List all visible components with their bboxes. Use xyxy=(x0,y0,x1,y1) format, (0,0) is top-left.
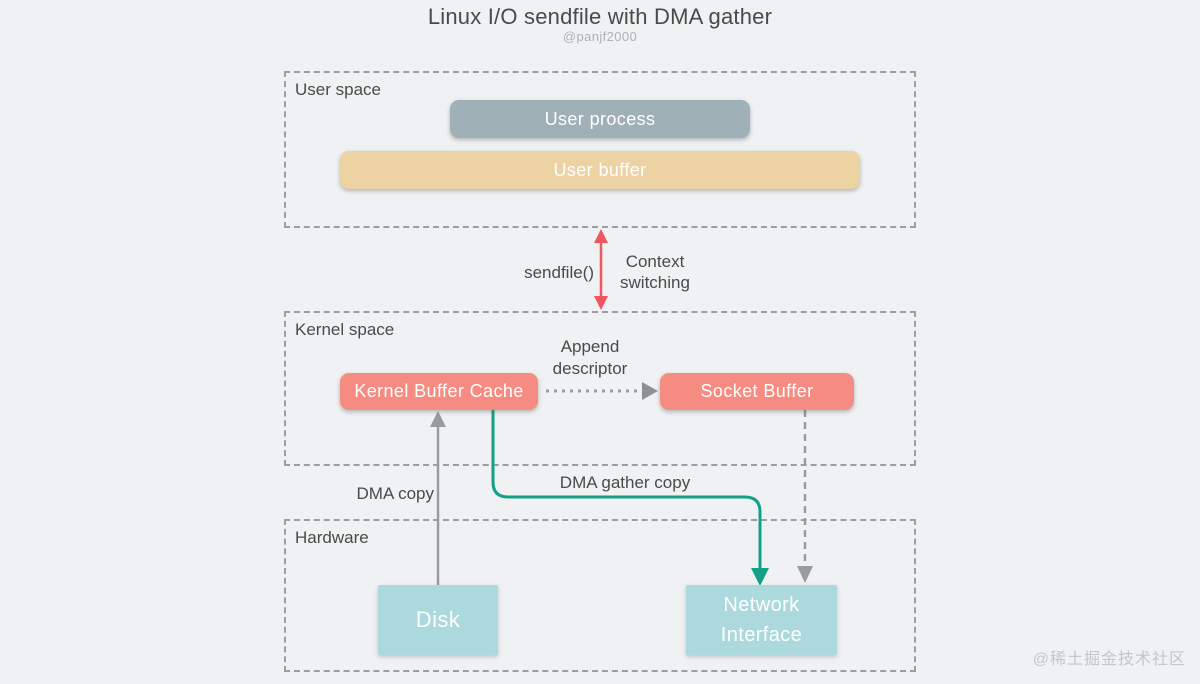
node-user-buffer-label: User buffer xyxy=(553,159,647,180)
section-hardware-label: Hardware xyxy=(295,528,369,547)
sendfile-label: sendfile() xyxy=(524,263,594,282)
dma-copy-label: DMA copy xyxy=(356,484,434,503)
node-user-buffer: User buffer xyxy=(340,151,860,189)
node-kernel-buffer-cache: Kernel Buffer Cache xyxy=(340,373,538,410)
node-socket-buffer: Socket Buffer xyxy=(660,373,854,410)
page-title: Linux I/O sendfile with DMA gather xyxy=(427,4,773,29)
node-network-interface: Network Interface xyxy=(686,585,837,655)
node-disk-label: Disk xyxy=(415,607,461,632)
append-descriptor-label: Append descriptor xyxy=(552,337,628,378)
node-network-interface-label: Network Interface xyxy=(720,594,803,646)
section-user-space-label: User space xyxy=(295,80,381,99)
context-switch-arrow xyxy=(594,229,608,310)
section-user-space: User space xyxy=(284,71,916,228)
node-disk: Disk xyxy=(378,585,498,655)
page-subtitle: @panjf2000 xyxy=(562,29,638,44)
node-socket-buffer-label: Socket Buffer xyxy=(700,381,814,401)
context-switching-label: Context switching xyxy=(620,252,690,292)
node-user-process: User process xyxy=(450,100,750,138)
dma-gather-copy-label: DMA gather copy xyxy=(559,473,691,492)
node-kernel-buffer-cache-label: Kernel Buffer Cache xyxy=(354,381,524,401)
node-user-process-label: User process xyxy=(544,108,656,129)
section-kernel-space-label: Kernel space xyxy=(295,320,395,339)
watermark: @稀土掘金技术社区 xyxy=(1032,651,1186,668)
